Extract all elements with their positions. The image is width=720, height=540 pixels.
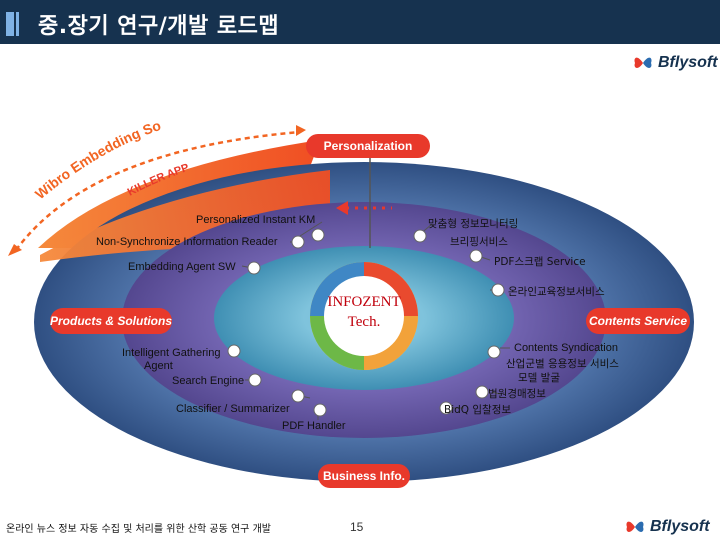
label-synd: Contents Syndication — [514, 342, 618, 354]
label-bidq: BidQ 입찰정보 — [444, 404, 512, 416]
title-accent-bar — [6, 12, 14, 36]
label-edu: 온라인교육정보서비스 — [508, 286, 605, 298]
title-accent-line — [16, 12, 19, 36]
center-label: INFOZENT Tech. — [318, 292, 410, 332]
label-pdf: PDF Handler — [282, 420, 346, 432]
logo-top: Bflysoft — [632, 52, 718, 74]
label-ig1: Intelligent Gathering — [122, 347, 221, 359]
logo-text: Bflysoft — [650, 518, 710, 535]
label-cs: Classifier / Summarizer — [176, 403, 290, 415]
banner-contents: Contents Service — [586, 308, 690, 334]
arc-arrow-line — [14, 130, 301, 251]
label-ind2: 모델 발굴 — [518, 372, 560, 384]
node-dots — [227, 228, 505, 417]
banner-products: Products & Solutions — [50, 308, 172, 334]
label-ind1: 산업군별 응용정보 서비스 — [506, 358, 619, 370]
label-court: 법원경매정보 — [488, 388, 546, 400]
butterfly-logo-icon — [634, 57, 652, 68]
banner-business: Business Info. — [318, 464, 410, 488]
label-pim: Personalized Instant KM — [196, 214, 316, 226]
arc-arrow-head-right — [296, 125, 306, 136]
dotted-arrow-head — [336, 201, 348, 215]
banner-personalization: Personalization — [306, 134, 430, 158]
label-ig2: Agent — [144, 360, 173, 372]
logo-bottom: Bflysoft — [624, 516, 710, 538]
center-line1: INFOZENT — [327, 294, 401, 310]
killer-app-label: KILLER APP — [126, 162, 191, 199]
logo-text: Bflysoft — [658, 54, 718, 71]
center-line2: Tech. — [347, 314, 381, 330]
footer-caption: 온라인 뉴스 정보 자동 수집 및 처리를 위한 산학 공동 연구 개발 — [6, 524, 271, 535]
label-pdfsvc: PDF스크랩 Service — [494, 256, 586, 268]
label-mon1: 맞춤형 정보모니터링 — [428, 218, 519, 230]
label-nsir: Non-Synchronize Information Reader — [96, 236, 278, 248]
arc-label: Wibro Embedding Solution — [0, 0, 163, 202]
page-title: 중.장기 연구/개발 로드맵 — [38, 14, 280, 39]
label-mon2: 브리핑서비스 — [450, 236, 508, 248]
title-bar — [0, 0, 720, 44]
core-center — [324, 276, 404, 356]
page-number: 15 — [350, 520, 364, 534]
label-se: Search Engine — [172, 375, 245, 387]
arc-arrow-head-left — [8, 244, 22, 256]
butterfly-logo-icon — [626, 521, 644, 532]
label-eas: Embedding Agent SW — [128, 261, 236, 273]
